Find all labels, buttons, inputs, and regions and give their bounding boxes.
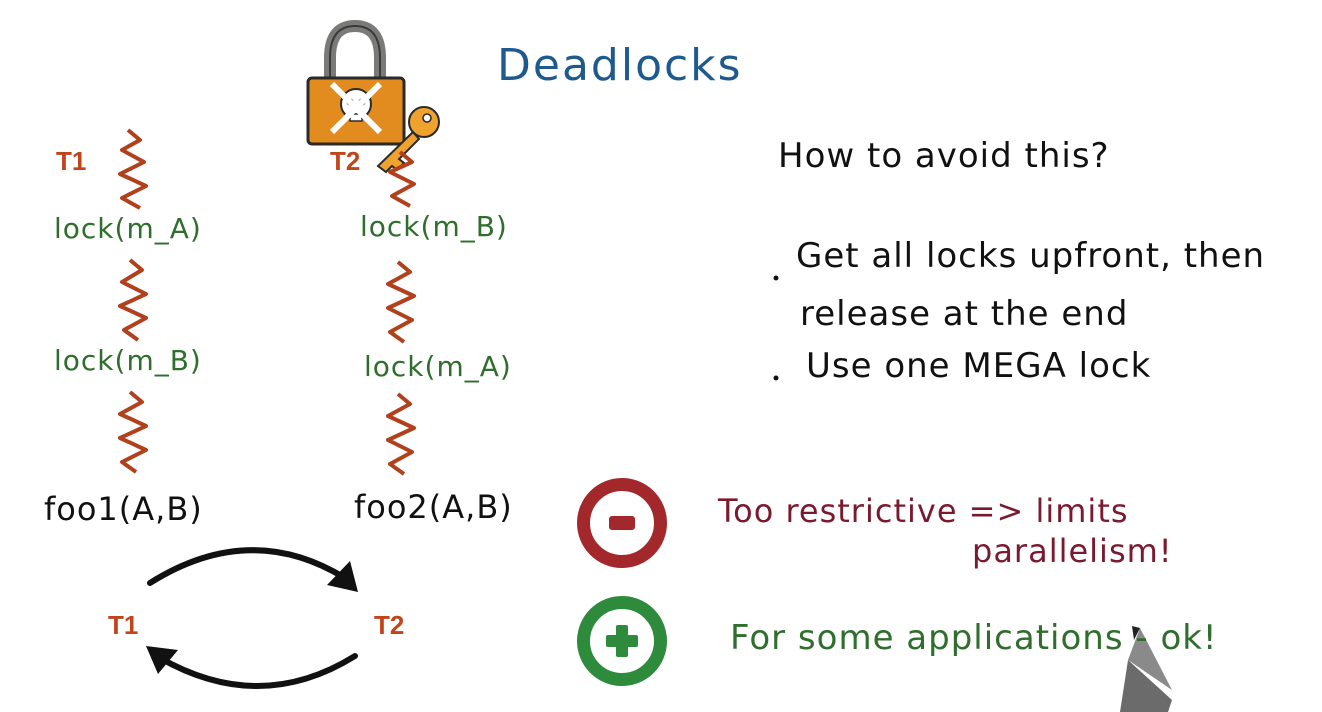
plus-icon-v: [616, 625, 628, 657]
thread2-call-1: lock(m_B): [360, 210, 508, 243]
question-heading: How to avoid this?: [778, 136, 1110, 176]
bullet-dot: [773, 375, 779, 381]
thread2-squiggles: [386, 150, 416, 476]
squiggle: [388, 150, 416, 208]
thread2-label: T2: [330, 146, 361, 176]
minus-icon: [609, 516, 635, 530]
thread1-function: foo1(A,B): [44, 490, 203, 528]
deadlock-cycle-arrows: [146, 547, 358, 689]
thread1-call-2: lock(m_B): [54, 344, 202, 377]
squiggle: [118, 258, 148, 342]
pen-icon: [1120, 626, 1172, 712]
thread2-function: foo2(A,B): [354, 488, 513, 526]
cycle-label-t2: T2: [374, 610, 405, 640]
bullet-1-line-2: release at the end: [800, 294, 1129, 334]
bullet-1-line-1: Get all locks upfront, then: [796, 236, 1266, 276]
plus-badge: [577, 596, 667, 686]
squiggle: [118, 128, 148, 210]
padlock-skull-icon: [306, 19, 406, 146]
thread2-call-2: lock(m_A): [364, 350, 512, 383]
bullet-dot: [773, 275, 779, 281]
minus-badge: [577, 478, 667, 568]
thread1-squiggles: [118, 128, 148, 474]
cycle-label-t1: T1: [108, 610, 139, 640]
plus-text: For some applications - ok!: [730, 618, 1218, 658]
minus-text-line-2: parallelism!: [972, 532, 1173, 570]
thread1-call-1: lock(m_A): [54, 212, 202, 245]
bullet-2: Use one MEGA lock: [806, 346, 1152, 386]
squiggle: [386, 392, 416, 476]
page-title: Deadlocks: [497, 40, 743, 91]
key-icon: [376, 106, 440, 174]
squiggle: [118, 390, 148, 474]
thread1-label: T1: [56, 146, 87, 176]
minus-text-line-1: Too restrictive => limits: [718, 492, 1129, 530]
squiggle: [386, 260, 416, 344]
